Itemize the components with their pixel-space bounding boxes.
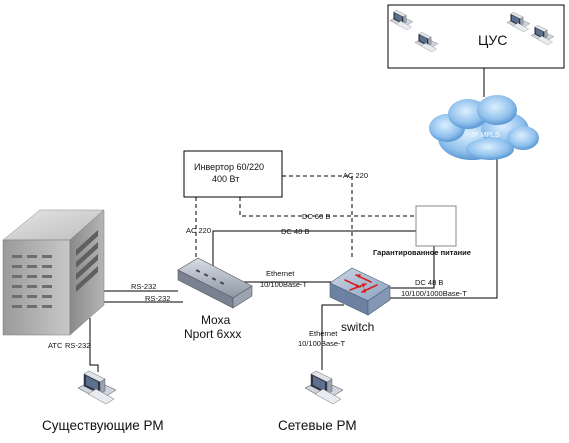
ethernet-moxa-label1: Ethernet: [266, 269, 295, 278]
ethernet-moxa-label2: 10/100Base-T: [260, 280, 308, 289]
dc60-line: [239, 197, 416, 217]
inverter-label-line2: 400 Вт: [212, 174, 239, 184]
dc48-top-label: DC 48 В: [281, 227, 309, 236]
wan-link-line: [384, 149, 498, 299]
dc48-top-line: [212, 230, 416, 266]
moxa-device-icon: [177, 257, 253, 309]
ethernet-pc-label2: 10/100Base-T: [298, 339, 346, 348]
ac220-top-label: AC 220: [343, 171, 368, 180]
ups-label: Гарантированное питание: [373, 248, 471, 257]
rs232-label-b: RS-232: [145, 294, 170, 303]
rs232-label-c: RS-232: [65, 341, 90, 350]
rs232-label-a: RS-232: [131, 282, 156, 291]
rs232-line-c: [89, 318, 99, 372]
wan-label: 10/100/1000Base-T: [401, 289, 467, 298]
ethernet-pc-line: [321, 304, 344, 370]
network-workstation-icon: [304, 370, 344, 405]
moxa-label-line2: Nport 6xxx: [184, 327, 241, 341]
dc48-switch-label: DC 48 В: [415, 278, 443, 287]
switch-label: switch: [341, 320, 374, 334]
existing-rm-label: Существующие РМ: [42, 418, 164, 433]
ac220-top-line: [282, 175, 353, 260]
ats-server-icon: [2, 209, 105, 336]
ac220-left-label: AC 220: [186, 226, 211, 235]
ups-box: [415, 205, 457, 247]
switch-icon: [329, 267, 391, 316]
control-center-title: ЦУС: [478, 32, 507, 48]
dc48-switch-line: [383, 246, 435, 289]
ats-label: АТС: [48, 341, 63, 350]
inverter-label-line1: Инвертор 60/220: [194, 162, 264, 172]
dc60-label: DC 60 В: [302, 212, 330, 221]
network-rm-label: Сетевые РМ: [278, 418, 357, 433]
ethernet-pc-label1: Ethernet: [309, 329, 338, 338]
moxa-label-line1: Moxa: [201, 313, 231, 327]
inverter-box: [183, 150, 283, 198]
cloud-label: IP MPLS: [472, 132, 500, 139]
cloud-icon: [429, 95, 539, 160]
existing-workstation-icon: [77, 370, 117, 405]
